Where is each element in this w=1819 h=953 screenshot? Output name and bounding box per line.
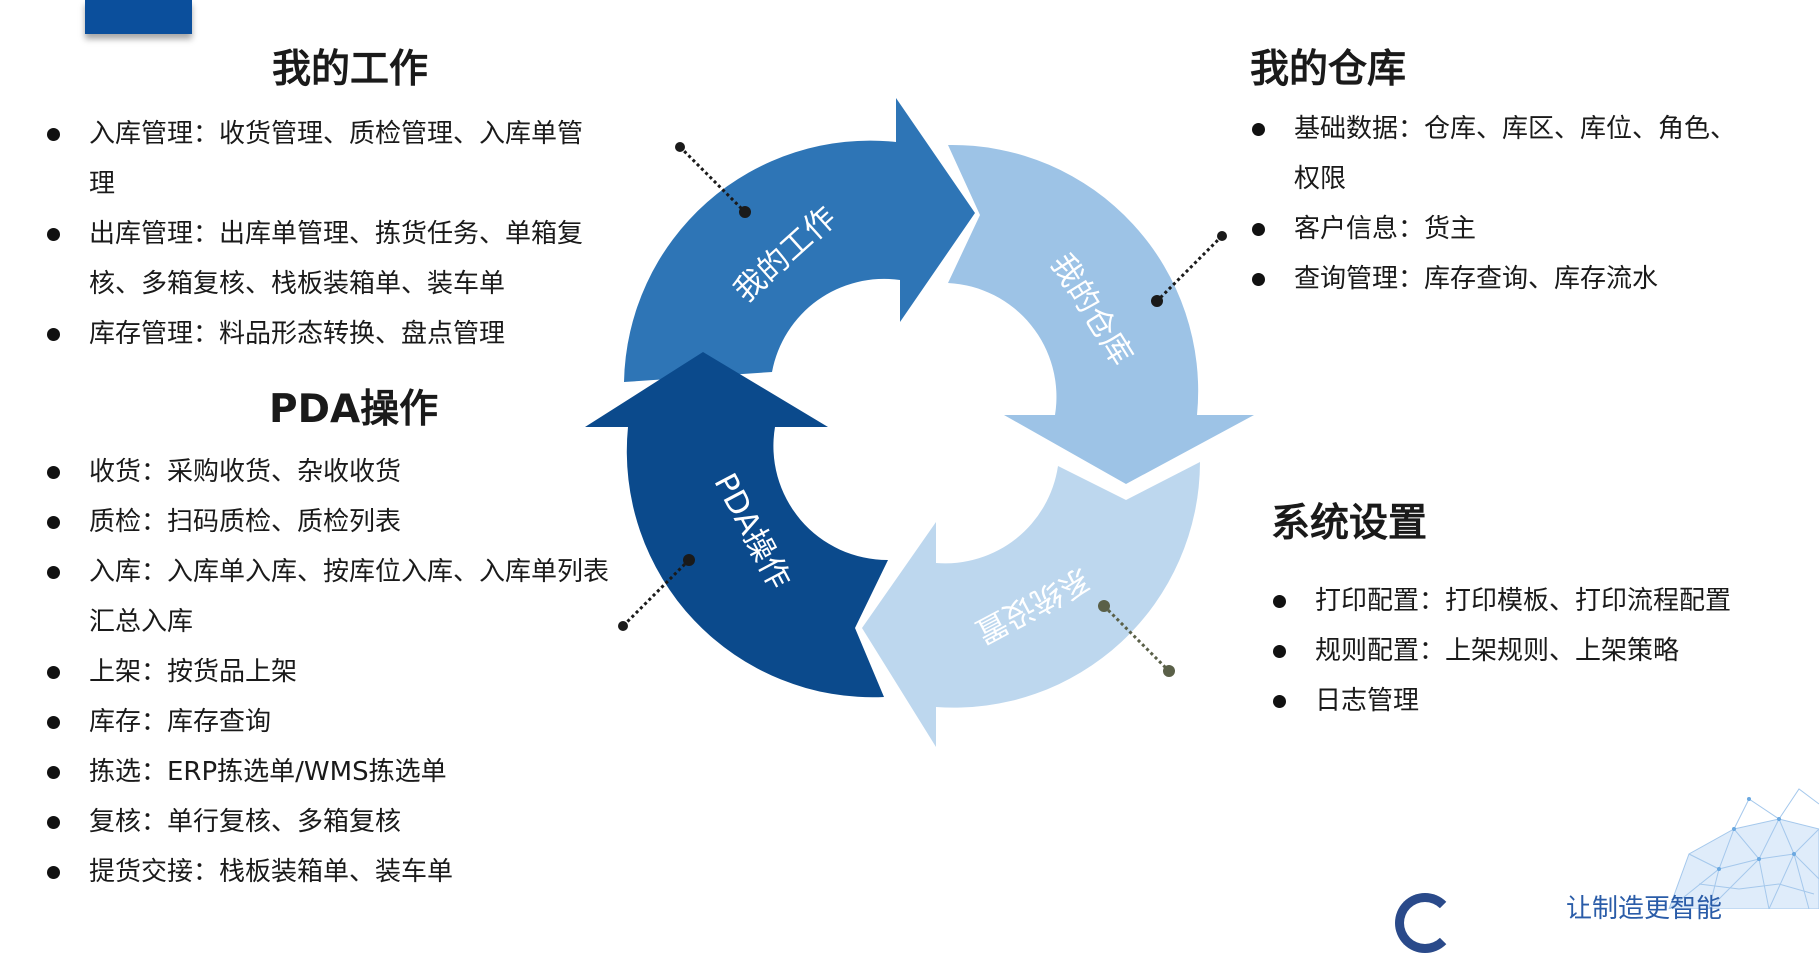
list-item-text: 上架：按货品上架 <box>89 657 298 687</box>
list-item: 规则配置：上架规则、上架策略 <box>1271 626 1731 676</box>
cycle-diagram: 我的工作 我的仓库 系统设置 PDA操作 <box>585 98 1254 747</box>
list-item-text: 提货交接：栈板装箱单、装车单 <box>89 857 454 887</box>
list-item-text: 日志管理 <box>1315 686 1420 716</box>
list-item-text: 复核：单行复核、多箱复核 <box>89 807 402 837</box>
list-item-text: 质检：扫码质检、质检列表 <box>89 507 402 537</box>
list-item-text: 查询管理：库存查询、库存流水 <box>1294 264 1659 294</box>
work-list: 入库管理：收货管理、质检管理、入库单管 理 出库管理：出库单管理、拣货任务、单箱… <box>45 109 583 359</box>
mesh-globe-decoration <box>1668 788 1819 909</box>
list-item-text: 客户信息：货主 <box>1294 214 1477 244</box>
list-item-text-cont: 权限 <box>1294 164 1347 194</box>
list-item: 上架：按货品上架 <box>45 647 609 697</box>
list-item-text: 基础数据：仓库、库区、库位、角色、 <box>1294 114 1737 144</box>
warehouse-list: 基础数据：仓库、库区、库位、角色、 权限 客户信息：货主 查询管理：库存查询、库… <box>1250 104 1736 304</box>
work-section: 我的工作 入库管理：收货管理、质检管理、入库单管 理 出库管理：出库单管理、拣货… <box>45 44 583 359</box>
list-item-text: 入库：入库单入库、按库位入库、入库单列表 <box>89 557 610 587</box>
settings-section: 系统设置 打印配置：打印模板、打印流程配置 规则配置：上架规则、上架策略 日志管… <box>1271 498 1731 726</box>
list-item-text: 出库管理：出库单管理、拣货任务、单箱复 <box>89 219 584 249</box>
pda-section: PDA操作 收货：采购收货、杂收收货 质检：扫码质检、质检列表 入库：入库单入库… <box>45 384 609 897</box>
settings-list: 打印配置：打印模板、打印流程配置 规则配置：上架规则、上架策略 日志管理 <box>1271 576 1731 726</box>
list-item-text: 库存管理：料品形态转换、盘点管理 <box>89 319 506 349</box>
work-title: 我的工作 <box>272 47 429 92</box>
list-item-text-cont: 核、多箱复核、栈板装箱单、装车单 <box>89 269 506 299</box>
list-item: 库存：库存查询 <box>45 697 609 747</box>
list-item: 质检：扫码质检、质检列表 <box>45 497 609 547</box>
cycle-arrow-settings <box>862 462 1200 747</box>
list-item-text-cont: 汇总入库 <box>89 607 194 637</box>
corner-accent-block <box>85 0 192 34</box>
list-item-text: 入库管理：收货管理、质检管理、入库单管 <box>89 119 584 149</box>
list-item-text-cont: 理 <box>89 169 116 199</box>
list-item: 基础数据：仓库、库区、库位、角色、 权限 <box>1250 104 1736 204</box>
list-item: 复核：单行复核、多箱复核 <box>45 797 609 847</box>
list-item-text: 拣选：ERP拣选单/WMS拣选单 <box>89 757 447 787</box>
list-item: 入库：入库单入库、按库位入库、入库单列表 汇总入库 <box>45 547 609 647</box>
list-item: 客户信息：货主 <box>1250 204 1736 254</box>
list-item-text: 库存：库存查询 <box>89 707 272 737</box>
connector-pda <box>618 554 695 631</box>
connector-warehouse <box>1151 231 1227 307</box>
connector-settings <box>1098 600 1175 677</box>
list-item: 出库管理：出库单管理、拣货任务、单箱复 核、多箱复核、栈板装箱单、装车单 <box>45 209 583 309</box>
connector-work <box>675 142 751 218</box>
pda-title: PDA操作 <box>269 387 439 432</box>
footer-slogan: 让制造更智能 <box>1566 894 1723 924</box>
list-item: 日志管理 <box>1271 676 1731 726</box>
list-item-text: 规则配置：上架规则、上架策略 <box>1315 636 1680 666</box>
pda-list: 收货：采购收货、杂收收货 质检：扫码质检、质检列表 入库：入库单入库、按库位入库… <box>45 447 609 897</box>
cycle-arrow-pda <box>585 352 888 698</box>
list-item-text: 收货：采购收货、杂收收货 <box>89 457 402 487</box>
list-item: 入库管理：收货管理、质检管理、入库单管 理 <box>45 109 583 209</box>
list-item: 打印配置：打印模板、打印流程配置 <box>1271 576 1731 626</box>
warehouse-section: 我的仓库 基础数据：仓库、库区、库位、角色、 权限 客户信息：货主 查询管理：库… <box>1250 44 1736 304</box>
settings-title: 系统设置 <box>1271 501 1428 546</box>
list-item: 查询管理：库存查询、库存流水 <box>1250 254 1736 304</box>
list-item: 库存管理：料品形态转换、盘点管理 <box>45 309 583 359</box>
list-item: 提货交接：栈板装箱单、装车单 <box>45 847 609 897</box>
brand-logo <box>1395 893 1455 953</box>
cycle-arrow-work <box>624 98 975 382</box>
list-item: 拣选：ERP拣选单/WMS拣选单 <box>45 747 609 797</box>
list-item: 收货：采购收货、杂收收货 <box>45 447 609 497</box>
list-item-text: 打印配置：打印模板、打印流程配置 <box>1315 586 1732 616</box>
cycle-arrow-warehouse <box>948 144 1254 484</box>
warehouse-title: 我的仓库 <box>1250 47 1407 92</box>
